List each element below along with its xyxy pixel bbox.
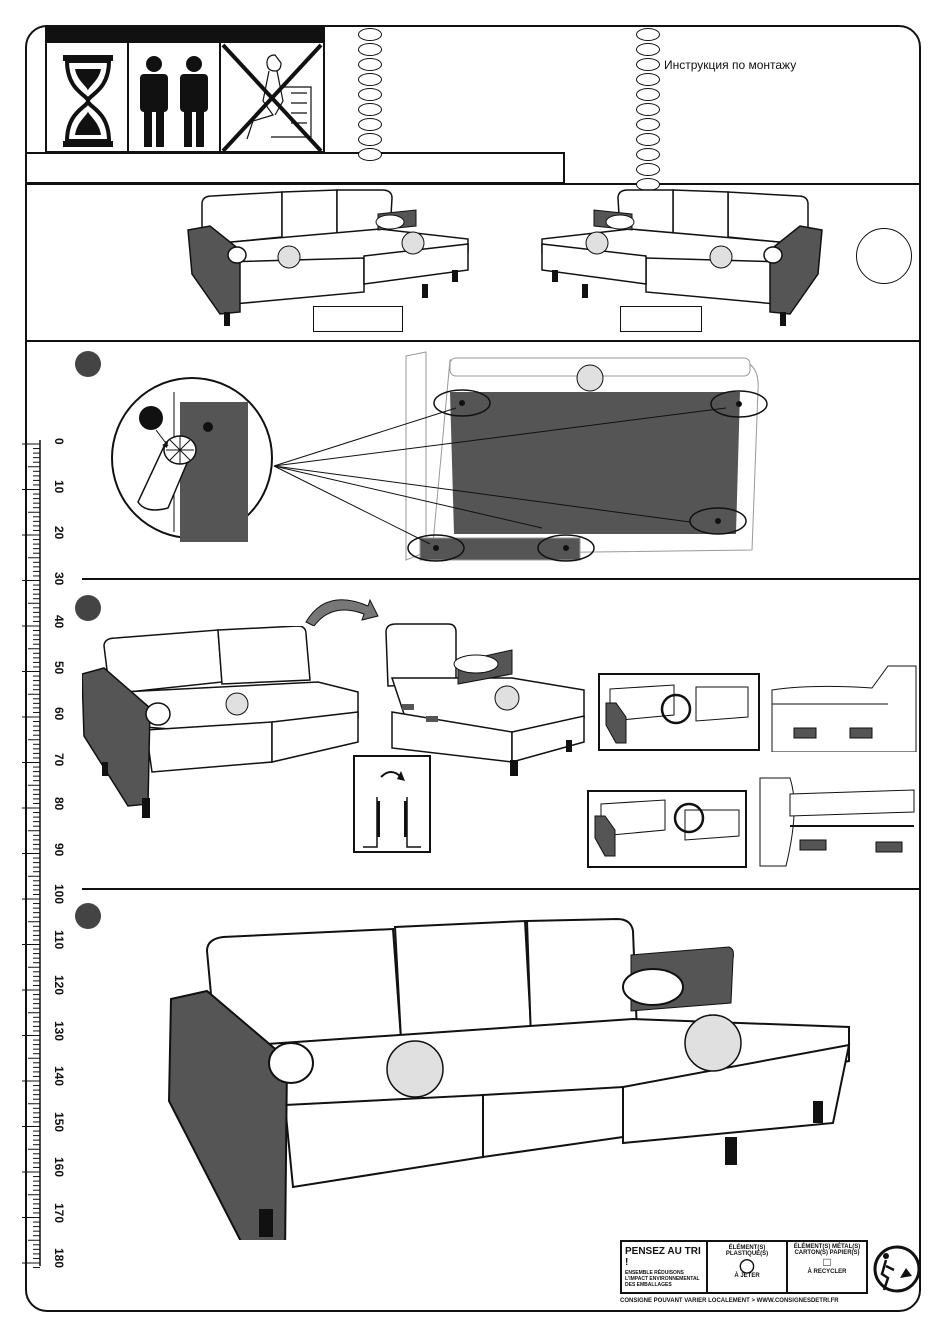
- recycling-panel: PENSEZ AU TRI ! ENSEMBLE RÉDUISONS L'IMP…: [620, 1240, 868, 1294]
- ruler-label-30: 30: [52, 572, 66, 586]
- join-bracket-view-1: [768, 660, 918, 753]
- ruler-label-170: 170: [52, 1203, 66, 1224]
- ruler-label-80: 80: [52, 797, 66, 811]
- ruler-label-90: 90: [52, 843, 66, 857]
- ruler-label-10: 10: [52, 480, 66, 494]
- ruler-label-50: 50: [52, 661, 66, 675]
- measurement-ruler: [22, 440, 41, 1269]
- recycling-footer: CONSIGNE POUVANT VARIER LOCALEMENT > WWW…: [620, 1298, 839, 1304]
- language-ovals-right: [636, 28, 660, 208]
- leg-detail-callout: [111, 377, 273, 542]
- ruler-label-0: 0: [52, 438, 66, 445]
- ruler-label-160: 160: [52, 1157, 66, 1178]
- triman-recycle-icon: [873, 1245, 921, 1293]
- label-box-right: [620, 306, 702, 332]
- recycling-subtitle: ENSEMBLE RÉDUISONS L'IMPACT ENVIRONNEMEN…: [625, 1270, 700, 1288]
- page-frame: [25, 25, 921, 1312]
- recycling-title: PENSEZ AU TRI !: [625, 1246, 701, 1268]
- ruler-label-130: 130: [52, 1021, 66, 1042]
- join-bracket-view-2: [756, 776, 916, 868]
- instruction-title: Инструкция по монтажу: [664, 58, 797, 72]
- language-ovals-left: [358, 28, 382, 163]
- join-detail-2: [587, 790, 747, 868]
- sofa-left-section: [82, 626, 359, 818]
- label-box-left: [313, 306, 403, 332]
- sofa-assembled: [167, 917, 851, 1240]
- bin-icon: □: [823, 1255, 831, 1269]
- header-strip: [25, 152, 565, 184]
- ruler-label-70: 70: [52, 753, 66, 767]
- sofa-right-orientation: [541, 189, 823, 326]
- recycling-plastic-cell: ÉLÉMENT(S) PLASTIQUE(S) ◯ À JETER: [706, 1242, 786, 1292]
- ruler-label-60: 60: [52, 707, 66, 721]
- step-1-badge: [75, 351, 101, 377]
- metal-action: À RECYCLER: [807, 1269, 847, 1275]
- ruler-label-100: 100: [52, 884, 66, 905]
- sofa-underside: [273, 351, 768, 562]
- rotate-arrow-icon: [305, 598, 379, 626]
- header-black-bar: [47, 27, 323, 43]
- bracket-insert-icon: [363, 771, 421, 848]
- header-pictogram-box: [45, 25, 325, 153]
- no-single-person-icon: [221, 43, 323, 153]
- ruler-label-40: 40: [52, 615, 66, 629]
- sofa-left-orientation: [187, 189, 469, 326]
- plastic-action: À JETER: [734, 1273, 760, 1279]
- two-persons-icon: [140, 56, 208, 147]
- bag-icon: ◯: [739, 1257, 755, 1273]
- plastic-title: ÉLÉMENT(S) PLASTIQUE(S): [725, 1245, 769, 1257]
- step-3-badge: [75, 903, 101, 929]
- hourglass-icon: [63, 55, 113, 147]
- ruler-label-150: 150: [52, 1112, 66, 1133]
- ruler-label-120: 120: [52, 975, 66, 996]
- bracket-detail-box: [353, 755, 431, 853]
- recycling-title-cell: PENSEZ AU TRI ! ENSEMBLE RÉDUISONS L'IMP…: [622, 1242, 706, 1292]
- ruler-label-140: 140: [52, 1066, 66, 1087]
- join-detail-1: [598, 673, 760, 751]
- step-2-badge: [75, 595, 101, 621]
- metal-title: ÉLÉMENT(S) MÉTAL(S) CARTON(S) PAPIER(S): [793, 1244, 861, 1256]
- recycling-metal-cell: ÉLÉMENT(S) MÉTAL(S) CARTON(S) PAPIER(S) …: [786, 1242, 866, 1292]
- ruler-label-20: 20: [52, 526, 66, 540]
- ruler-label-110: 110: [52, 930, 66, 950]
- ruler-label-180: 180: [52, 1248, 66, 1269]
- orientation-circle: [856, 228, 912, 284]
- sofa-chaise-section: [385, 623, 585, 776]
